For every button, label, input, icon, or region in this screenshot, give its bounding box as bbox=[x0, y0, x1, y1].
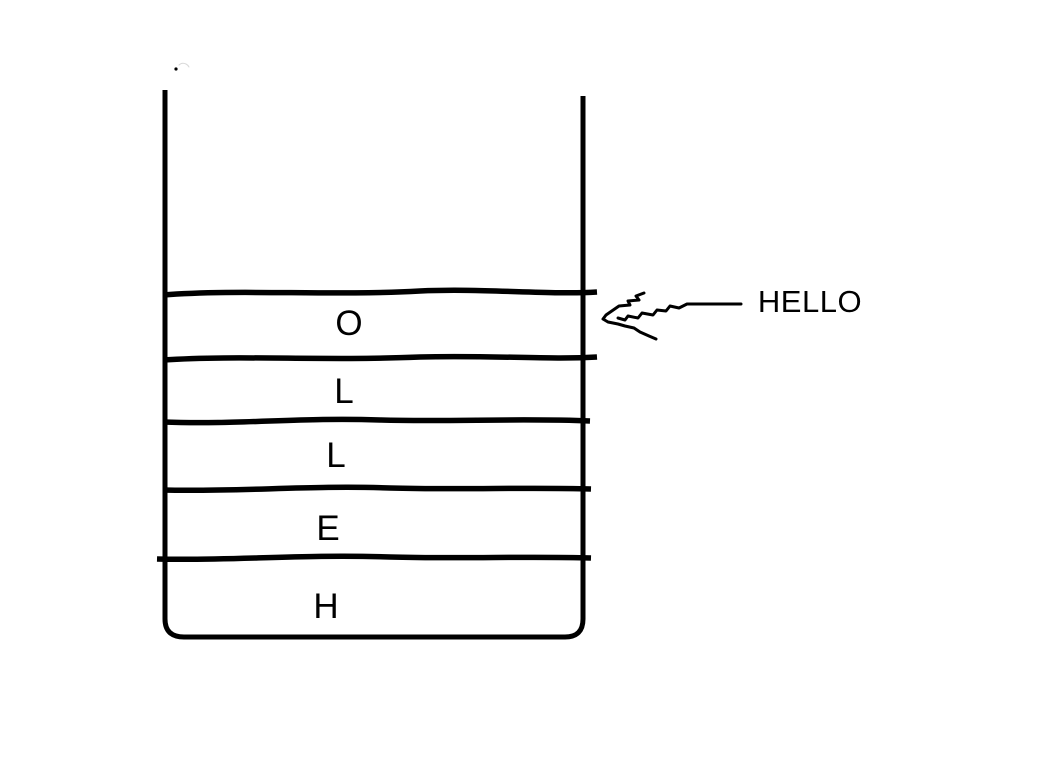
stack-divider-4 bbox=[162, 484, 592, 494]
top-annotation-label: HELLO bbox=[758, 284, 862, 319]
stack-cell-label-4: E bbox=[316, 509, 339, 548]
stack-divider-3 bbox=[162, 416, 591, 426]
stack-container-outline bbox=[162, 90, 586, 640]
stack-divider-2 bbox=[162, 353, 598, 363]
stack-cell-label-2: L bbox=[334, 372, 353, 411]
stack-cell-label-top: O bbox=[335, 304, 362, 343]
stack-cell-label-3: L bbox=[326, 436, 345, 475]
stray-dot bbox=[174, 67, 178, 71]
arrow-head bbox=[601, 291, 658, 341]
stack-divider-1 bbox=[162, 287, 598, 298]
stray-faint-squiggle bbox=[178, 62, 190, 68]
stack-divider-5 bbox=[156, 553, 592, 563]
stack-cell-label-bottom: H bbox=[313, 587, 338, 626]
arrow-shaft bbox=[616, 302, 743, 322]
top-pointer-arrow bbox=[601, 291, 743, 341]
